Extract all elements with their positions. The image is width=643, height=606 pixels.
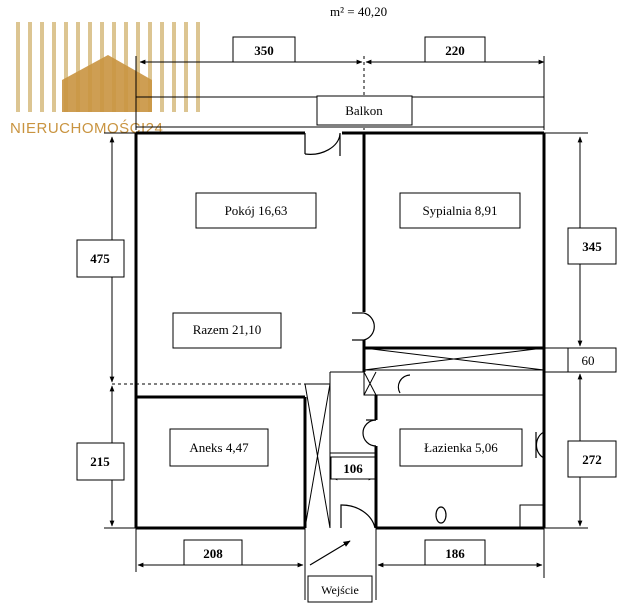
room-label-sypialnia: Sypialnia 8,91: [422, 203, 497, 218]
right-dimension-line: [544, 132, 588, 529]
dim-bottom-right: 186: [445, 546, 465, 561]
dim-left-lower: 215: [90, 454, 110, 469]
dim-bottom-left: 208: [203, 546, 223, 561]
area-total: m² = 40,20: [330, 4, 387, 19]
room-label-balkon: Balkon: [345, 103, 383, 118]
doors: [304, 133, 545, 566]
dim-top-right: 220: [445, 43, 465, 58]
top-dimension-line: [135, 56, 545, 130]
room-label-razem: Razem 21,10: [193, 322, 262, 337]
dim-right-upper: 345: [582, 239, 602, 254]
thin-lines: [112, 347, 545, 600]
dim-top-left: 350: [254, 43, 274, 58]
dim-right-mid: 60: [582, 353, 595, 368]
walls: [134, 131, 546, 530]
room-label-pokoj: Pokój 16,63: [225, 203, 288, 218]
room-label-wejscie: Wejście: [321, 583, 359, 597]
logo-house-icon: [62, 55, 152, 112]
dim-left-upper: 475: [90, 251, 110, 266]
room-label-lazienka: Łazienka 5,06: [424, 440, 498, 455]
dim-right-lower: 272: [582, 452, 602, 467]
dim-hall-width: 106: [343, 461, 363, 476]
room-label-aneks: Aneks 4,47: [189, 440, 249, 455]
logo: NIERUCHOMOŚCI24: [10, 22, 200, 137]
